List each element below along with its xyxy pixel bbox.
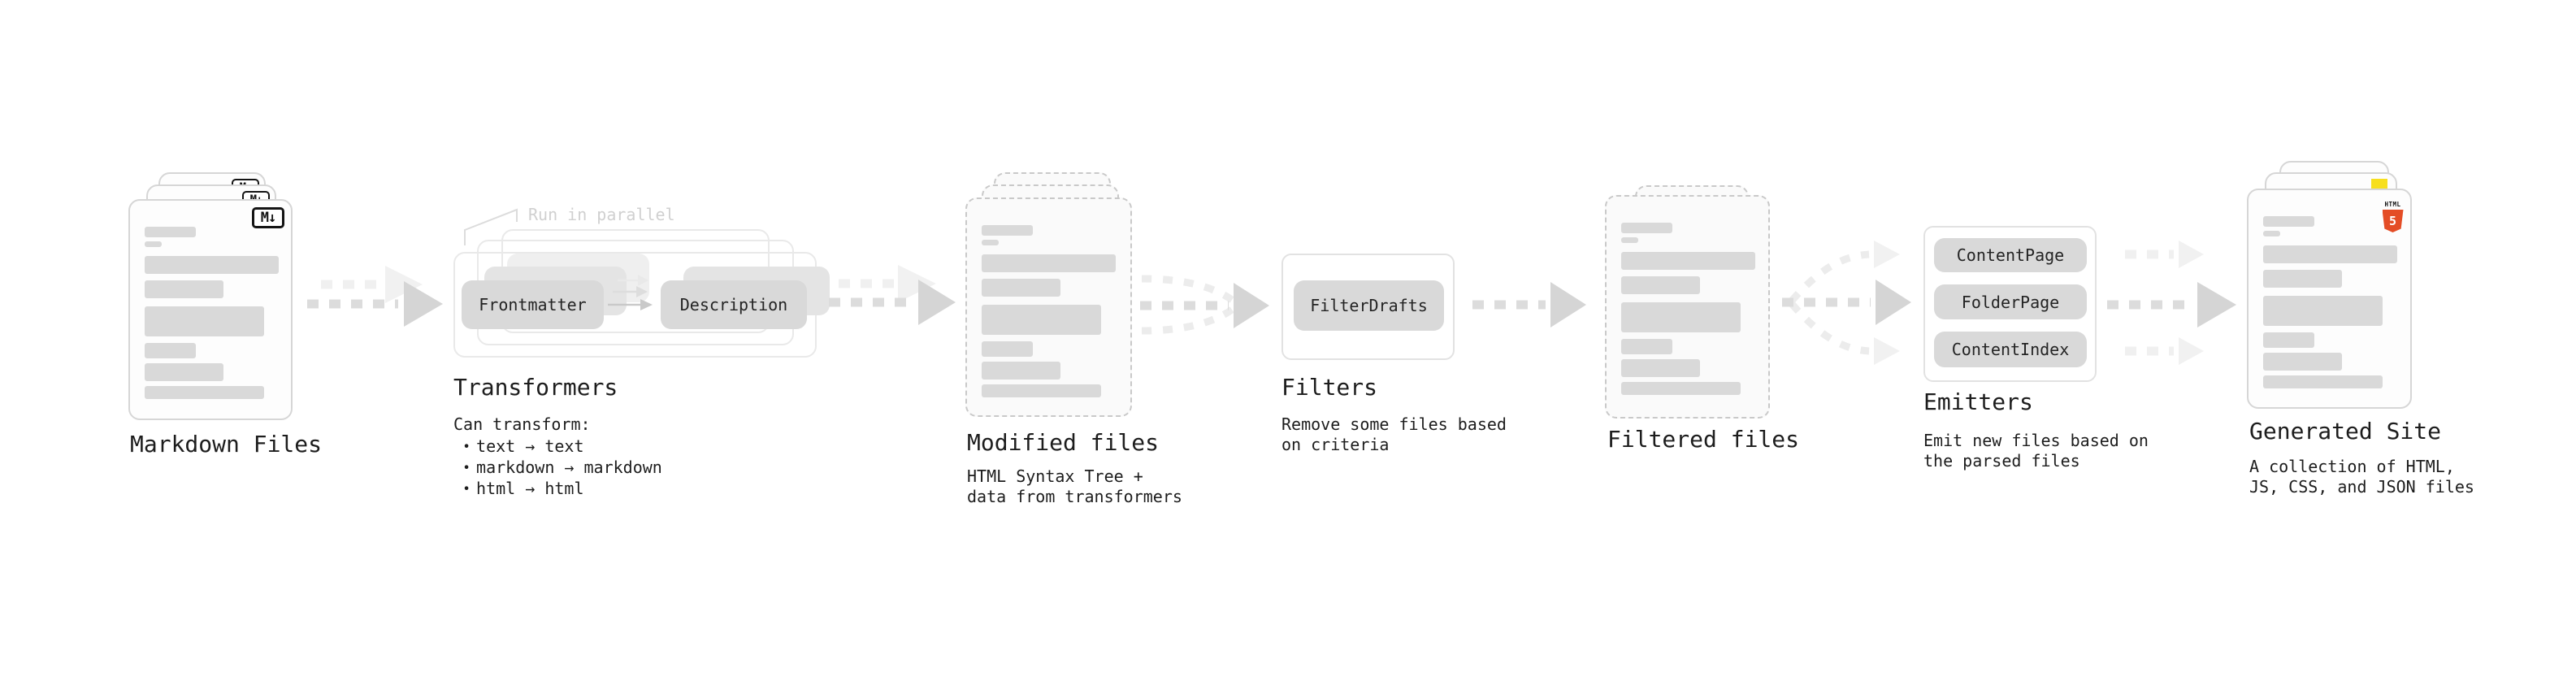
emitters-pill-contentpage: ContentPage bbox=[1934, 238, 2087, 272]
transformers-bullet-3: •html → html bbox=[462, 479, 584, 498]
skeleton-text-bar bbox=[145, 306, 264, 336]
emitters-desc: Emit new files based on the parsed files bbox=[1923, 431, 2149, 471]
skeleton-text-bar bbox=[2263, 216, 2314, 227]
skeleton-text-bar bbox=[145, 256, 279, 274]
run-in-parallel-leader bbox=[464, 208, 518, 245]
modified-files-label: Modified files bbox=[967, 429, 1160, 456]
skeleton-text-bar bbox=[2263, 332, 2314, 348]
arrow-modified-to-filters-merge bbox=[1140, 275, 1269, 335]
transformers-desc-title: Can transform: bbox=[453, 414, 591, 434]
js-icon bbox=[2371, 179, 2387, 189]
transformers-bullet-1: •text → text bbox=[462, 436, 584, 456]
run-in-parallel-annotation: Run in parallel bbox=[528, 205, 675, 224]
transformer-pill-description: Description bbox=[661, 280, 807, 329]
arrow-emitters-to-generated bbox=[2107, 241, 2236, 365]
skeleton-text-bar bbox=[982, 279, 1060, 297]
html5-icon: HTML 5 bbox=[2382, 194, 2404, 232]
markdown-file-card-front: M↓ bbox=[128, 199, 293, 420]
skeleton-text-bar bbox=[2263, 353, 2342, 371]
markdown-files-label: Markdown Files bbox=[130, 431, 323, 458]
filters-pill-filterdrafts: FilterDrafts bbox=[1294, 280, 1444, 331]
skeleton-text-bar bbox=[1621, 339, 1672, 354]
skeleton-text-bar bbox=[1621, 237, 1638, 243]
skeleton-text-bar bbox=[982, 362, 1060, 380]
skeleton-text-bar bbox=[2263, 375, 2383, 388]
transformer-mini-arrow-back bbox=[618, 275, 648, 286]
filters-label: Filters bbox=[1281, 374, 1378, 401]
skeleton-text-bar bbox=[2263, 270, 2342, 288]
skeleton-text-bar bbox=[982, 384, 1101, 397]
emitters-pill-folderpage: FolderPage bbox=[1934, 284, 2087, 319]
skeleton-text-bar bbox=[982, 305, 1101, 335]
modified-file-card-front bbox=[965, 197, 1132, 417]
skeleton-text-bar bbox=[1621, 223, 1672, 233]
skeleton-text-bar bbox=[982, 341, 1033, 357]
skeleton-text-bar bbox=[1621, 302, 1741, 332]
skeleton-text-bar bbox=[145, 363, 223, 381]
skeleton-text-bar bbox=[1621, 252, 1755, 270]
skeleton-text-bar bbox=[982, 225, 1033, 236]
transformers-label: Transformers bbox=[453, 374, 618, 401]
skeleton-text-bar bbox=[145, 227, 196, 237]
arrow-filtered-to-emitters-fanout bbox=[1782, 241, 1911, 365]
skeleton-text-bar bbox=[1621, 276, 1700, 294]
skeleton-text-bar bbox=[2263, 231, 2280, 236]
skeleton-text-bar bbox=[1621, 382, 1741, 395]
generated-site-desc: A collection of HTML, JS, CSS, and JSON … bbox=[2249, 457, 2474, 497]
skeleton-text-bar bbox=[145, 280, 223, 298]
filtered-file-card-front bbox=[1605, 195, 1770, 419]
skeleton-text-bar bbox=[982, 240, 999, 245]
emitters-label: Emitters bbox=[1923, 388, 2033, 415]
transformer-mini-arrow-front bbox=[608, 299, 653, 310]
markdown-icon: M↓ bbox=[252, 207, 284, 228]
skeleton-text-bar bbox=[145, 343, 196, 358]
bullet-icon: • bbox=[462, 438, 471, 454]
skeleton-text-bar bbox=[2263, 245, 2397, 263]
generated-file-card-html: HTML 5 bbox=[2247, 189, 2412, 409]
filters-desc: Remove some files based on criteria bbox=[1281, 414, 1507, 454]
modified-files-desc: HTML Syntax Tree + data from transformer… bbox=[967, 466, 1182, 506]
bullet-icon: • bbox=[462, 459, 471, 475]
skeleton-text-bar bbox=[1621, 359, 1700, 377]
arrow-markdown-to-transformers bbox=[307, 266, 443, 327]
emitters-pill-contentindex: ContentIndex bbox=[1934, 332, 2087, 367]
skeleton-text-bar bbox=[982, 254, 1116, 272]
skeleton-text-bar bbox=[145, 241, 162, 247]
arrow-transformers-to-modified bbox=[829, 265, 956, 325]
transformer-pill-frontmatter: Frontmatter bbox=[462, 280, 604, 329]
transformers-bullet-2: •markdown → markdown bbox=[462, 458, 662, 477]
generated-site-label: Generated Site bbox=[2249, 418, 2442, 445]
bullet-icon: • bbox=[462, 480, 471, 497]
transformer-mini-arrow-middle bbox=[613, 286, 648, 297]
skeleton-text-bar bbox=[145, 386, 264, 399]
filtered-files-label: Filtered files bbox=[1607, 426, 1800, 453]
arrow-filters-to-filtered bbox=[1472, 282, 1586, 327]
skeleton-text-bar bbox=[2263, 296, 2383, 326]
